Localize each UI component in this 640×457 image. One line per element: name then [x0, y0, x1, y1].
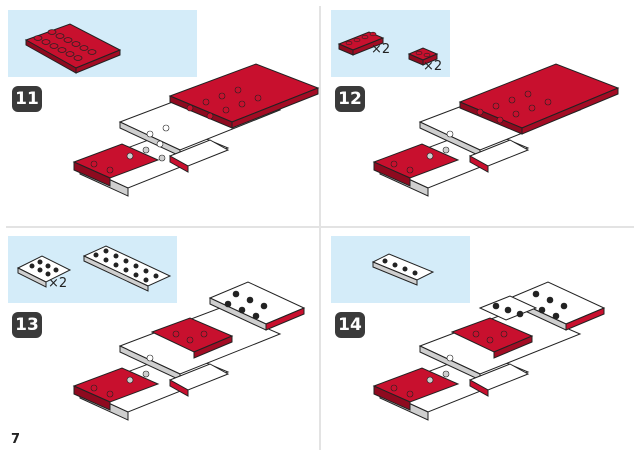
parts-callout — [331, 236, 470, 303]
parts-callout — [8, 10, 197, 77]
model-assembly — [372, 281, 606, 421]
step-number-badge: 12 — [335, 86, 365, 112]
part-quantity: ×2 — [423, 59, 443, 74]
step-number-badge: 14 — [335, 312, 365, 338]
divider-horizontal — [6, 226, 634, 228]
white-plate-1x4-icon — [371, 253, 435, 286]
page-number: 7 — [11, 432, 21, 447]
model-assembly — [72, 281, 306, 421]
model-assembly — [372, 63, 620, 197]
step-number-badge: 11 — [12, 86, 42, 112]
red-plate-2x6-icon — [24, 23, 122, 74]
white-plate-2x3-icon — [16, 255, 72, 288]
model-assembly — [72, 63, 320, 197]
part-quantity: ×2 — [371, 42, 391, 57]
step-number-badge: 13 — [12, 312, 42, 338]
red-plate-1x4-icon — [337, 31, 385, 56]
red-plate-1x2-icon — [407, 47, 439, 66]
divider-vertical — [319, 6, 321, 450]
parts-callout: ×2 — [8, 236, 177, 303]
parts-callout: ×2 ×2 — [331, 10, 450, 77]
part-quantity: ×2 — [48, 276, 68, 291]
white-plate-2x6-icon — [82, 245, 172, 292]
